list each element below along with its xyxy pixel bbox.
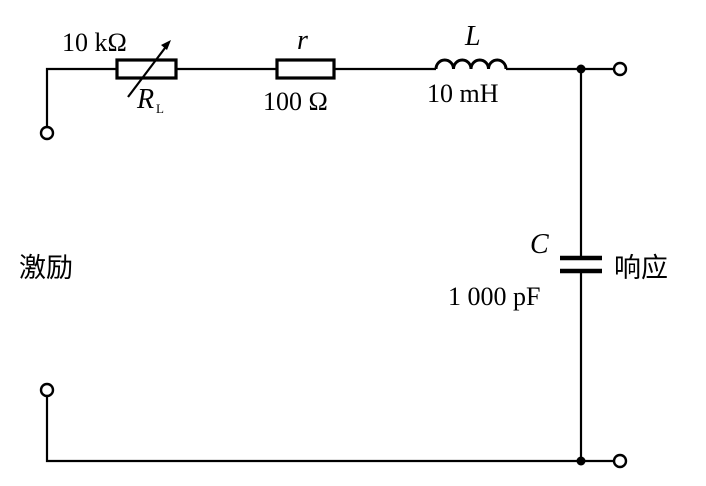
r-symbol: r (297, 25, 308, 56)
l-value-label: 10 mH (427, 79, 499, 108)
c-symbol: C (530, 229, 549, 260)
arrow-head-icon (161, 40, 171, 50)
input-terminal-bottom (39, 382, 55, 398)
rl-subscript: L (156, 101, 164, 116)
c-value-label: 1 000 pF (448, 282, 540, 311)
output-terminal-bottom (612, 453, 628, 469)
r-value-label: 100 Ω (263, 87, 328, 116)
output-terminal-top (612, 61, 628, 77)
adjust-arrow-icon (127, 43, 169, 98)
wire-left-vertical (45, 67, 116, 127)
input-terminal-top (39, 125, 55, 141)
output-label: 响应 (614, 253, 668, 284)
resistor-rl-body (115, 58, 178, 80)
wire-bottom (45, 394, 614, 463)
resistor-r (275, 58, 336, 80)
rl-value-label: 10 kΩ (62, 28, 127, 57)
node-top-right (576, 64, 586, 74)
l-symbol: L (464, 21, 481, 52)
node-bottom-right (576, 456, 586, 466)
variable-resistor-rl (115, 40, 178, 98)
input-label: 激励 (19, 253, 73, 284)
inductor-coil (434, 58, 508, 70)
rl-symbol: R (136, 84, 154, 115)
